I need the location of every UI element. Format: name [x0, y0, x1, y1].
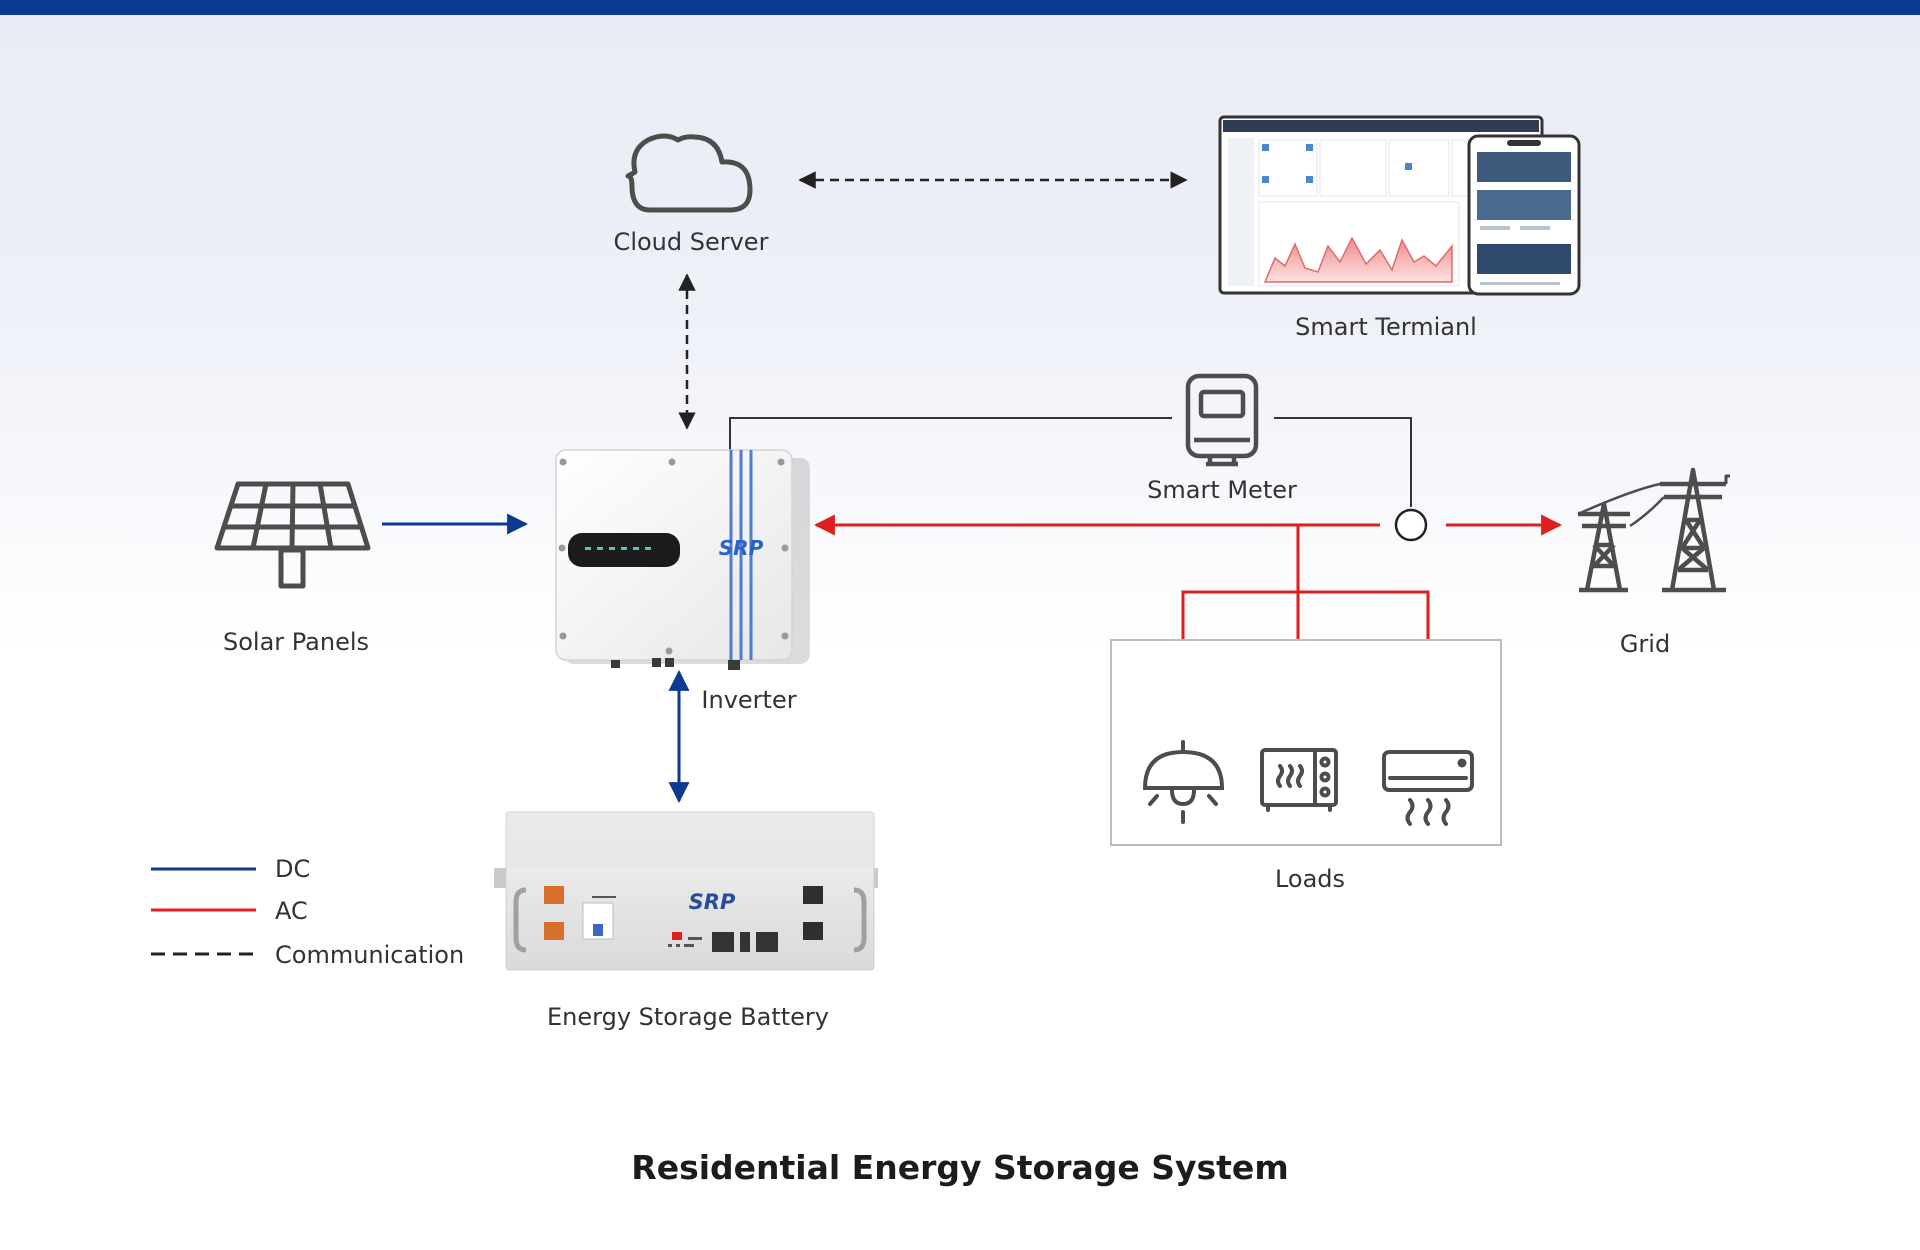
- battery-brand-logo: SRP: [689, 890, 736, 914]
- microwave-icon: [1260, 748, 1338, 812]
- meter-ct-wire: [1274, 417, 1412, 507]
- meter-inverter-wire: [729, 417, 1172, 450]
- cloud-server-label: Cloud Server: [613, 228, 769, 256]
- legend-communication-label: Communication: [275, 941, 465, 969]
- dc-lines: [382, 513, 690, 804]
- inverter-brand-logo: SRP: [719, 536, 764, 560]
- solar-panels-label: Solar Panels: [222, 628, 370, 656]
- smart-terminal-label: Smart Termianl: [1295, 313, 1477, 341]
- air-conditioner-icon: [1382, 750, 1474, 826]
- current-transformer: [1394, 508, 1428, 542]
- meter-wires: [729, 417, 1428, 542]
- solar-panel-icon: [214, 481, 371, 589]
- battery-image: [494, 811, 878, 971]
- header-bar: [0, 0, 1920, 15]
- grid-label: Grid: [1619, 630, 1671, 658]
- loads-box: [1110, 639, 1502, 846]
- diagram-title: Residential Energy Storage System: [631, 1148, 1289, 1187]
- battery-label: Energy Storage Battery: [546, 1003, 830, 1031]
- inverter-image: [555, 449, 810, 670]
- loads-label: Loads: [1274, 865, 1346, 893]
- cloud-icon: [625, 133, 753, 213]
- legend-dc-label: DC: [275, 855, 311, 883]
- smart-terminal-icon: [1218, 115, 1581, 296]
- lamp-icon: [1142, 740, 1225, 824]
- smart-meter-icon: [1185, 373, 1259, 467]
- legend: [151, 867, 256, 956]
- smart-meter-label: Smart Meter: [1147, 476, 1297, 504]
- legend-ac-label: AC: [275, 897, 308, 925]
- communication-lines: [678, 171, 1188, 430]
- grid-tower-icon: [1577, 467, 1730, 593]
- inverter-label: Inverter: [701, 686, 797, 714]
